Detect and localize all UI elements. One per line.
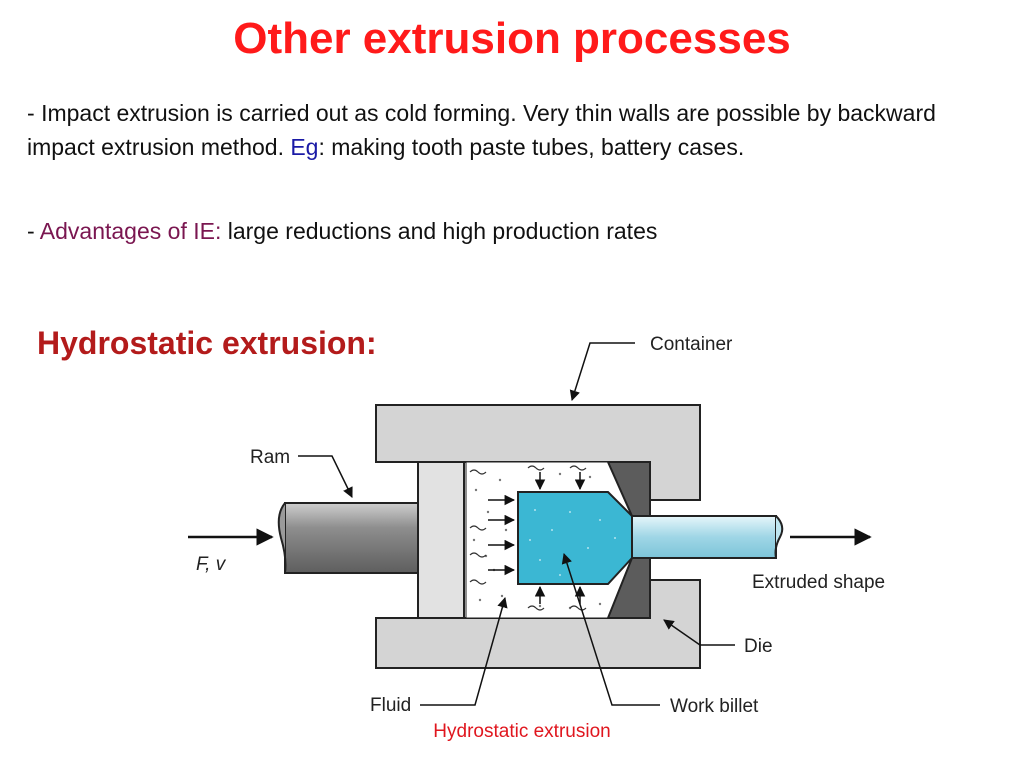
advantages-paragraph: - Advantages of IE: large reductions and…: [27, 214, 997, 248]
ram-rod: [284, 502, 419, 574]
pressure-arrows: [488, 472, 586, 604]
figure-caption: Hydrostatic extrusion: [433, 721, 611, 742]
die-bottom: [606, 557, 651, 619]
ram-break: [277, 502, 287, 574]
impact-text-1: Impact extrusion is carried out as cold …: [27, 100, 936, 160]
fluid-leader: [420, 596, 508, 706]
die-leader: [663, 619, 735, 646]
advantages-label: Advantages of IE:: [39, 218, 222, 244]
impact-extrusion-paragraph: - Impact extrusion is carried out as col…: [27, 96, 997, 164]
extruded-shape: [631, 515, 777, 559]
bullet-dash: -: [27, 218, 40, 244]
fluid-label: Fluid: [370, 695, 411, 716]
impact-text-2: : making tooth paste tubes, battery case…: [318, 134, 745, 160]
force-label: F, v: [196, 554, 227, 575]
ram-head: [417, 461, 465, 619]
bullet-dash: -: [27, 100, 42, 126]
advantages-text: large reductions and high production rat…: [221, 218, 658, 244]
extruded-end: [774, 515, 784, 559]
ram-label: Ram: [250, 447, 290, 468]
die-label: Die: [744, 636, 773, 657]
die-top: [606, 461, 651, 517]
slide-title: Other extrusion processes: [233, 14, 791, 63]
fluid-waves: [469, 465, 587, 611]
eg-label: Eg: [290, 134, 319, 160]
extruded-shape-label: Extruded shape: [752, 572, 885, 593]
billet-leader: [561, 552, 660, 706]
container-leader: [569, 342, 635, 402]
billet-speckle: [529, 509, 616, 576]
work-billet-label: Work billet: [670, 696, 759, 717]
hydrostatic-heading: Hydrostatic extrusion:: [37, 325, 377, 361]
ram-leader: [298, 455, 353, 498]
container-label: Container: [650, 334, 733, 355]
